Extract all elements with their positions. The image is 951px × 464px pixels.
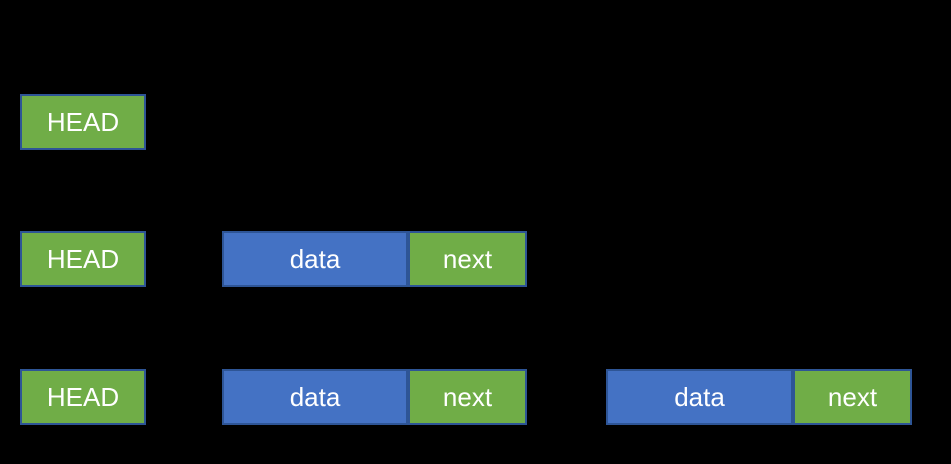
head-box-row2: HEAD xyxy=(20,231,146,287)
node-next-cell-row3-node1: next xyxy=(408,369,527,425)
node-next-cell-row2-node1: next xyxy=(408,231,527,287)
head-box-row1: HEAD xyxy=(20,94,146,150)
node-next-cell-row3-node2: next xyxy=(793,369,912,425)
node-data-cell-row3-node2: data xyxy=(606,369,793,425)
node-data-cell-row3-node1: data xyxy=(222,369,408,425)
head-box-row3: HEAD xyxy=(20,369,146,425)
node-data-cell-row2-node1: data xyxy=(222,231,408,287)
